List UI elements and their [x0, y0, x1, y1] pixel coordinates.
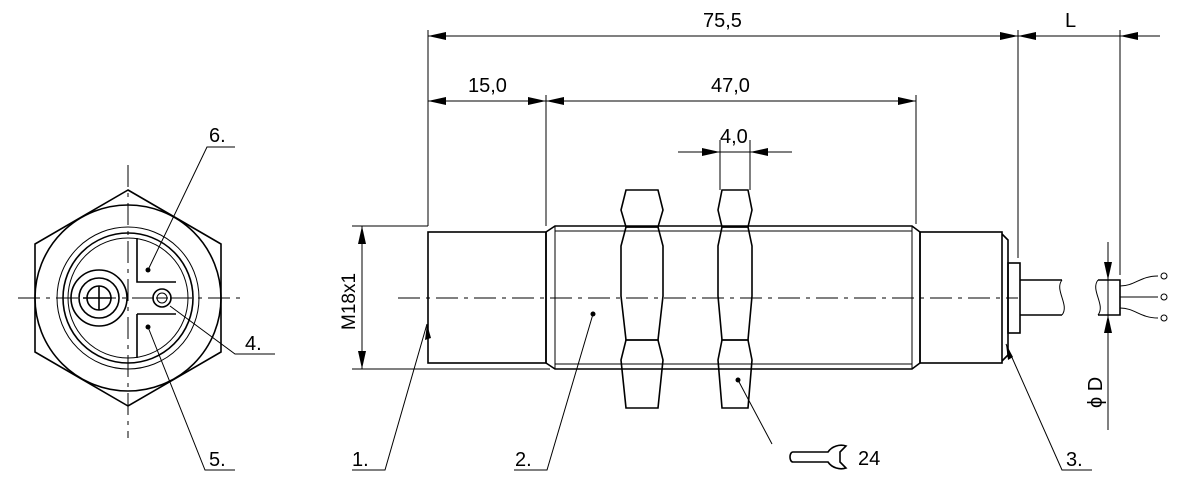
cable [1020, 279, 1062, 316]
callout-5: 5. [209, 449, 226, 471]
wrench-size: 24 [858, 448, 880, 470]
callout-3: 3. [1066, 449, 1083, 471]
connector-pin-area [70, 269, 128, 327]
callout-4: 4. [245, 333, 262, 355]
callout-2: 2. [515, 449, 532, 471]
nut-1 [620, 189, 664, 409]
dim-cable-length: L [1065, 10, 1076, 32]
callout-6: 6. [209, 125, 226, 147]
nut-2 [717, 189, 753, 409]
rear-housing [919, 231, 1003, 364]
dim-thread-length: 47,0 [711, 75, 750, 97]
end-view: 6. 4. 5. [18, 125, 275, 471]
dim-lens-length: 15,0 [468, 75, 507, 97]
hex-nut-outline [34, 189, 222, 407]
dim-overall-length: 75,5 [703, 10, 742, 32]
dim-thread-size: M18x1 [339, 273, 360, 330]
potentiometer [152, 288, 172, 308]
cable-gland [1007, 262, 1021, 334]
dim-nut-thickness: 4,0 [720, 126, 748, 148]
side-view: 75,5 L 15,0 47,0 4,0 M18x1 ϕ D [339, 10, 1168, 471]
led-window [136, 238, 176, 358]
dim-cable-diameter: ϕ D [1085, 377, 1107, 408]
callout-1: 1. [352, 449, 369, 471]
wrench-icon [789, 444, 848, 470]
cable-wires [1119, 275, 1159, 319]
housing-face-outer [34, 204, 222, 392]
